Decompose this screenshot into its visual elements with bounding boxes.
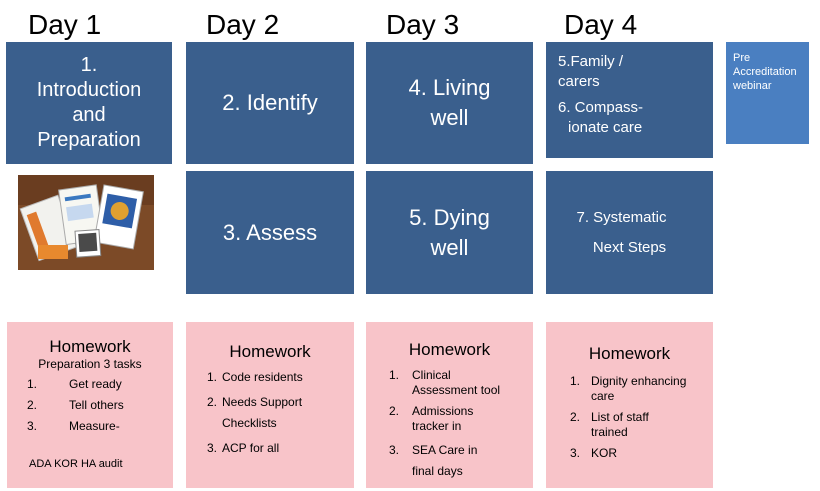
list-item-number: 1. [570,374,581,388]
list-item-number: 3. [389,443,400,457]
tile-dying-well-line-2: well [430,234,469,260]
list-item: 3. Measure- [27,419,163,434]
tile-living-well: 4. Living well [366,42,533,164]
homework-day-4-title: Homework [588,344,671,363]
list-item-text: Measure- [69,419,120,433]
homework-day-1-footer: ADA KOR HA audit [29,458,123,470]
list-item: 3. SEA Care in final days [389,440,523,482]
tile-introduction-line-3: and [72,104,106,126]
list-item-text: List of staff trained [591,410,649,439]
homework-day-3-title: Homework [408,340,491,359]
list-item-number: 1. [207,370,218,384]
homework-day-1-subtitle: Preparation 3 tasks [38,357,142,371]
tile-assess-text: 3. Assess [222,219,318,245]
list-item-number: 3. [207,441,218,455]
tile-compassionate-care-line-1: 6. Compass- [558,99,644,116]
homework-day-2-title: Homework [229,342,311,361]
homework-day-4-list: 1. Dignity enhancing care 2. List of staff… [556,374,703,461]
homework-day-1-list: 1. Get ready 2. Tell others 3. Measure- [17,377,163,434]
list-item: 2. Tell others [27,398,163,413]
list-item: 3. KOR [570,446,703,461]
tile-family-carers-line-2: carers [558,73,600,90]
list-item-text: Clinical Assessment tool [412,368,501,397]
tile-dying-well: 5. Dying well [366,171,533,294]
list-item-text: ACP for all [222,441,280,455]
webinar-line-2: Accreditation [733,66,797,78]
list-item-number: 2. [27,398,38,412]
tile-family-carers-line-1: 5.Family / [558,53,624,70]
list-item: 2. List of staff trained [570,410,703,440]
tile-introduction: 1. Introduction and Preparation [6,42,172,164]
list-item: 1. Clinical Assessment tool [389,368,523,398]
pre-accreditation-webinar: Pre Accreditation webinar [726,42,809,144]
tile-compassionate-care-line-2: ionate care [568,119,643,136]
homework-day-4: Homework 1. Dignity enhancing care 2. List… [546,322,713,488]
tile-dying-well-line-1: 5. Dying [409,204,490,230]
list-item-number: 2. [389,404,400,418]
list-item: 1. Code residents [207,370,344,385]
list-item-text: Needs Support Checklists [222,395,303,430]
homework-day-3: Homework 1. Clinical Assessment tool 2. Ad… [366,322,533,488]
list-item-text: Dignity enhancing care [591,374,687,403]
tile-identify-text: 2. Identify [222,90,318,115]
list-item-text: SEA Care in final days [412,443,478,478]
day-2-label: Day 2 [206,9,280,40]
list-item-number: 3. [570,446,581,460]
day-3-label: Day 3 [386,9,460,40]
tile-systematic-line-1: 7. Systematic [576,208,667,226]
list-item-text: Tell others [69,398,124,412]
list-item-number: 3. [27,419,38,433]
list-item-text: Code residents [222,370,303,384]
homework-day-2-list: 1. Code residents 2. Needs Support Checkli… [196,370,344,456]
list-item-number: 1. [27,377,38,391]
tile-systematic: 7. Systematic Next Steps [546,171,713,294]
tile-identify: 2. Identify [186,42,354,164]
homework-day-2: Homework 1. Code residents 2. Needs Suppor… [186,322,354,488]
materials-photo [18,175,154,270]
tile-assess: 3. Assess [186,171,354,294]
tile-living-well-line-2: well [430,105,469,130]
list-item-text: KOR [591,446,618,460]
list-item-text: Admissions tracker in [412,404,474,433]
materials-photo-image [18,175,154,270]
tile-introduction-line-1: 1. [80,54,98,76]
homework-day-1: Homework Preparation 3 tasks 1. Get ready… [7,322,173,488]
list-item-number: 2. [570,410,581,424]
list-item-text: Get ready [69,377,122,391]
list-item-number: 1. [389,368,400,382]
list-item: 1. Dignity enhancing care [570,374,703,404]
webinar-line-3: webinar [733,80,772,92]
list-item: 3. ACP for all [207,441,344,456]
tile-introduction-line-2: Introduction [36,79,142,101]
list-item: 2. Needs Support Checklists [207,392,344,434]
tile-family-compassion: 5.Family / carers 6. Compass- ionate car… [546,42,713,158]
homework-day-3-list: 1. Clinical Assessment tool 2. Admissions … [376,368,523,482]
webinar-line-1: Pre [733,52,751,64]
homework-day-1-title: Homework [49,337,131,356]
tile-living-well-line-1: 4. Living [408,75,491,100]
day-4-label: Day 4 [564,9,638,40]
list-item: 2. Admissions tracker in [389,404,523,434]
list-item-number: 2. [207,395,218,409]
list-item: 1. Get ready [27,377,163,392]
tile-systematic-line-2: Next Steps [592,238,667,256]
tile-introduction-line-4: Preparation [37,129,141,151]
day-1-label: Day 1 [28,9,102,40]
